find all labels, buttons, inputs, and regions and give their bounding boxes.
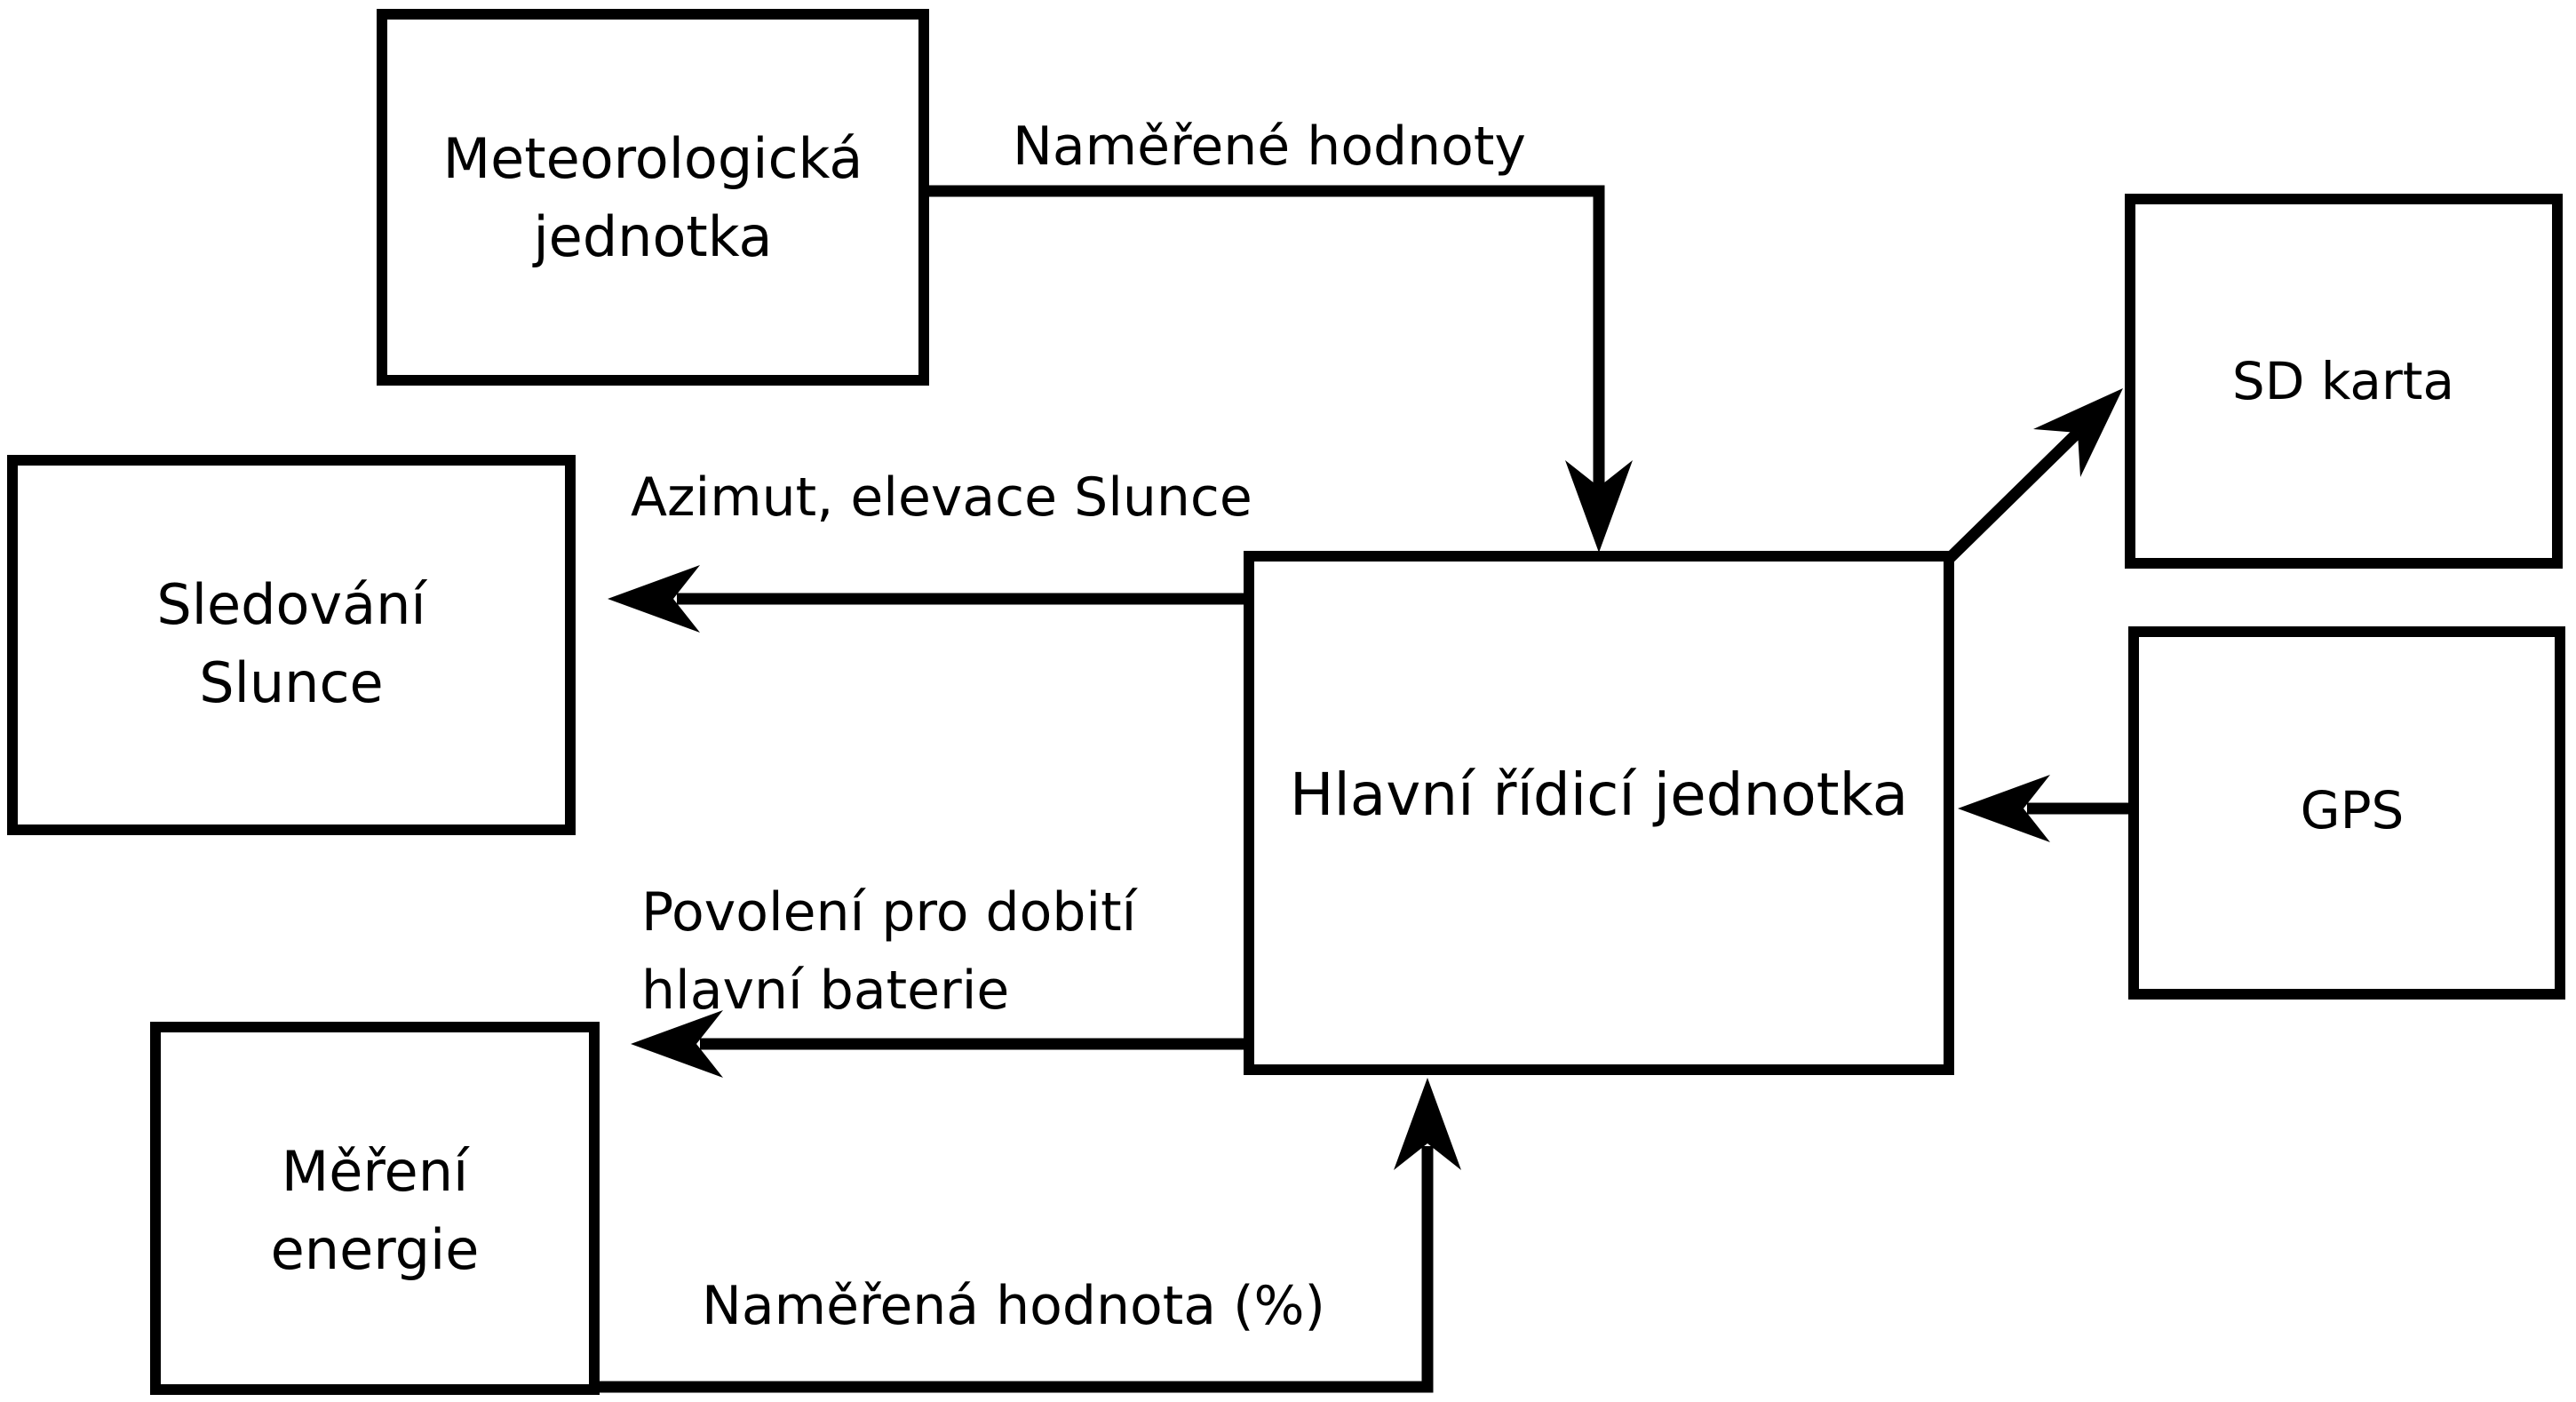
edge-gps-to-hlavni <box>1958 775 2128 842</box>
edge-label-azimuth: Azimut, elevace Slunce <box>631 466 1252 529</box>
box-sledovani: Sledování Slunce <box>7 455 576 835</box>
box-gps-rect <box>2128 626 2565 1000</box>
box-mereni-label-line1: Měření <box>282 1139 470 1204</box>
edge-hlavni-to-charge <box>631 1010 1244 1078</box>
box-gps-label: GPS <box>2301 780 2405 840</box>
box-meteo-label-line1: Meteorologická <box>443 126 863 191</box>
box-sledovani-label-line2: Slunce <box>199 650 383 715</box>
box-sd-label: SD karta <box>2232 351 2454 411</box>
edge-hlavni-to-sledovani <box>608 565 1244 633</box>
edge-label-measured-percent: Naměřená hodnota (%) <box>702 1275 1325 1337</box>
arrow-left-icon <box>631 1010 723 1078</box>
box-sledovani-label-line1: Sledování <box>156 572 427 637</box>
box-sd-rect <box>2125 194 2563 569</box>
box-sledovani-rect <box>7 455 576 835</box>
edge-meteo-to-hlavni-line <box>924 185 1605 490</box>
arrow-left-icon <box>608 565 700 633</box>
box-meteo-label-line2: jednotka <box>531 204 772 269</box>
box-mereni-rect <box>150 1022 600 1395</box>
box-mereni-label-line2: energie <box>271 1217 480 1282</box>
arrow-up-icon <box>1394 1078 1461 1170</box>
edge-mereni-to-hlavni-line <box>591 1146 1434 1393</box>
box-hlavni-rect <box>1244 551 1954 1075</box>
edge-hlavni-to-sd <box>1944 388 2123 564</box>
edge-label-charge-line1: Povolení pro dobití <box>641 881 1139 944</box>
box-mereni: Měření energie <box>150 1022 600 1395</box>
arrow-left-icon <box>1958 775 2050 842</box>
edge-hlavni-to-sd-line <box>1944 428 2082 564</box>
box-hlavni-label: Hlavní řídicí jednotka <box>1290 761 1908 829</box>
edge-label-charge-line2: hlavní baterie <box>641 960 1009 1022</box>
box-meteo: Meteorologická jednotka <box>377 9 929 386</box>
edge-meteo-to-hlavni <box>924 185 1633 553</box>
box-sd: SD karta <box>2125 194 2563 569</box>
edge-label-measured-values: Naměřené hodnoty <box>1013 116 1526 178</box>
edge-mereni-to-hlavni <box>591 1078 1461 1393</box>
arrow-up-right-icon <box>2033 388 2123 477</box>
arrow-down-icon <box>1565 460 1633 553</box>
box-meteo-rect <box>377 9 929 386</box>
box-gps: GPS <box>2128 626 2565 1000</box>
box-hlavni: Hlavní řídicí jednotka <box>1244 551 1954 1075</box>
